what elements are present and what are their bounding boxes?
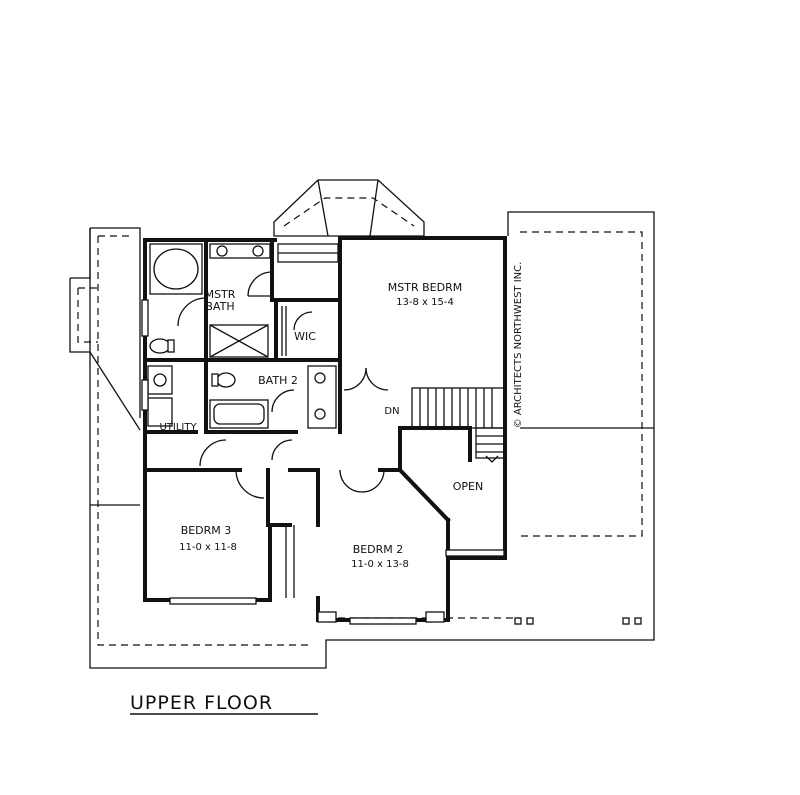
washer-dryer-icon — [147, 365, 173, 427]
room-label-mstr-bedrm: MSTR BEDRM — [388, 281, 462, 294]
linen-shelf — [277, 243, 339, 263]
room-label-mstr-bath-2: BATH — [205, 300, 234, 313]
room-label-mstr-bath: MSTR — [205, 288, 236, 301]
room-label-bath-2: BATH 2 — [258, 374, 298, 387]
copyright-text: © ARCHITECTS NORTHWEST INC. — [513, 262, 524, 429]
hall-opening — [285, 525, 295, 598]
door-swings — [177, 271, 389, 499]
bath2-sinks-icon — [307, 365, 337, 429]
room-label-open: OPEN — [453, 480, 483, 493]
toilet-icon — [149, 338, 236, 388]
room-label-bedrm-3: BEDRM 3 — [181, 524, 232, 537]
roof-vents — [514, 617, 642, 625]
room-size-mstr-bedrm: 13-8 x 15-4 — [396, 297, 454, 308]
stair-label-dn: DN — [384, 406, 399, 417]
room-size-bedrm-3: 11-0 x 11-8 — [179, 542, 237, 553]
stairs — [411, 387, 505, 463]
floor-title: UPPER FLOOR — [130, 692, 273, 714]
room-size-bedrm-2: 11-0 x 13-8 — [351, 559, 409, 570]
vanity-sinks-icon — [209, 243, 271, 259]
windows — [141, 299, 505, 625]
room-label-utility: UTILITY — [159, 422, 197, 433]
wic-shelf — [281, 306, 287, 356]
room-label-bedrm-2: BEDRM 2 — [353, 543, 404, 556]
bathtub-icon — [149, 243, 203, 295]
bath2-tub-icon — [209, 399, 269, 429]
room-label-wic: WIC — [294, 330, 316, 343]
bay-window-roof — [273, 179, 425, 237]
